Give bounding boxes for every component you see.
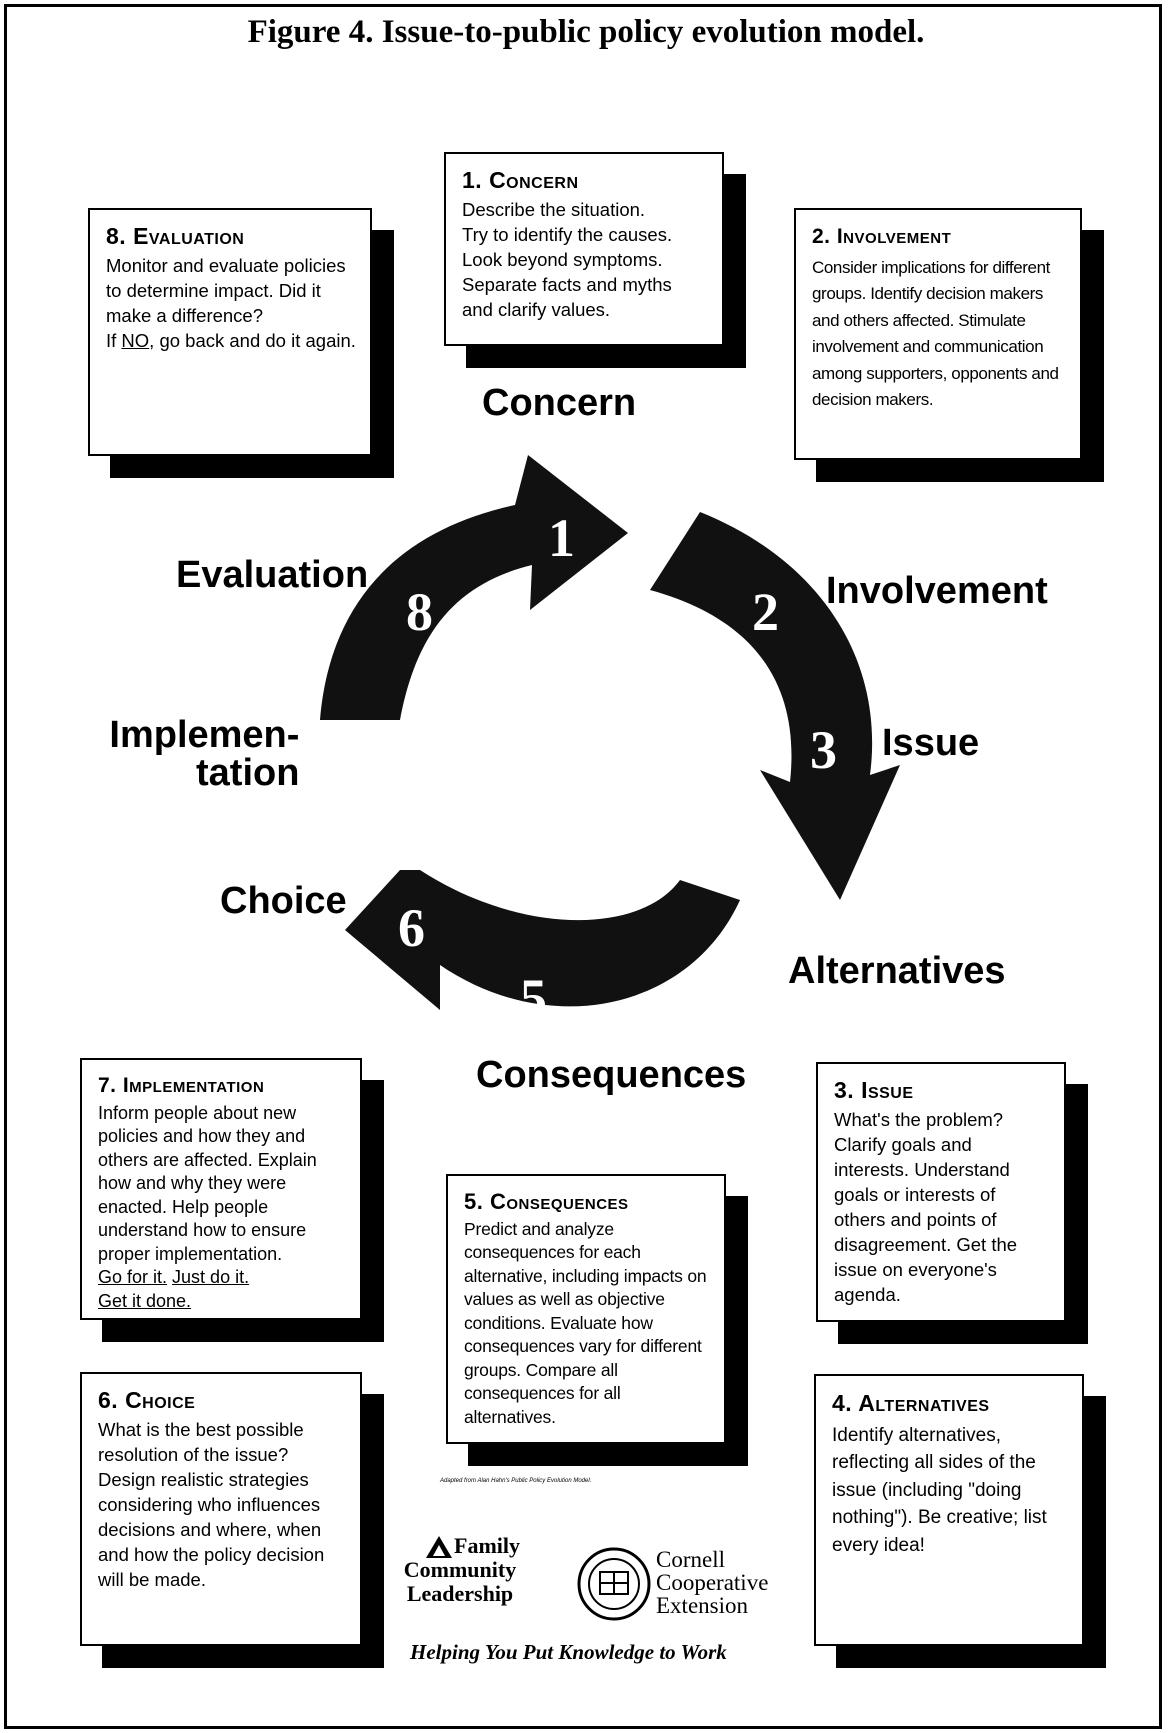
tagline: Helping You Put Knowledge to Work [410,1640,727,1664]
cce-line-1: Cornell [656,1547,725,1572]
box-evaluation-rest: , go back and do it again. [149,330,356,351]
stage-concern: Concern [482,382,637,424]
box-implementation-go3: Get it done. [98,1290,192,1311]
box-concern-line-4: Separate facts and myths [462,274,672,295]
box-evaluation-text: Monitor and evaluate policies to determi… [106,255,346,326]
box-issue: 3. Issue What's the problem? Clarify goa… [816,1062,1066,1322]
fcl-line-3: Leadership [406,1581,514,1606]
box-implementation-heading: 7. Implementation [98,1074,265,1097]
box-choice: 6. Choice What is the best possible reso… [80,1372,362,1646]
fcl-line-2: Community [403,1557,517,1582]
box-concern-line-3: Look beyond symptoms. [462,249,663,270]
box-evaluation-loop: If NO, go back and do it again. [106,328,356,353]
box-involvement-text: Consider implications for different grou… [812,257,1059,410]
stage-choice: Choice [220,880,347,922]
stage-implementation: Implemen- tation [106,716,299,792]
adaptation-credit: Adapted from Alan Hahn's Public Policy E… [440,1478,592,1484]
box-implementation-go1: Go for it. [98,1267,168,1287]
box-evaluation-if: If [106,330,117,351]
cycle-arrow-involvement-alternatives [650,512,900,900]
box-consequences: 5. Consequences Predict and analyze cons… [446,1174,726,1444]
cycle-number-7: 7 [342,732,369,792]
box-consequences-text: Predict and analyze consequences for eac… [464,1218,707,1427]
cycle-number-2: 2 [752,582,779,642]
stage-implementation-line1: Implemen- [109,714,300,756]
box-evaluation: 8. Evaluation Monitor and evaluate polic… [88,208,372,456]
box-issue-heading: 3. Issue [834,1077,914,1103]
cycle-number-1: 1 [548,508,575,568]
box-consequences-heading: 5. Consequences [464,1189,629,1214]
family-community-leadership-logo-icon [426,1536,452,1558]
stage-issue: Issue [882,722,980,764]
family-community-leadership: Family Community Leadership [400,1534,520,1606]
box-issue-text: What's the problem? Clarify goals and in… [834,1109,1018,1305]
box-concern: 1. Concern Describe the situation. Try t… [444,152,724,346]
box-implementation-text: Inform people about new policies and how… [98,1102,317,1264]
stage-implementation-line2: tation [196,752,300,794]
figure-frame [4,4,1162,1729]
box-alternatives-heading: 4. Alternatives [832,1390,990,1416]
cycle-arrow-alternatives-choice [345,870,740,1010]
box-implementation-slogans: Go for it. Just do it. Get it done. [98,1266,346,1313]
box-concern-line-1: Describe the situation. [462,199,646,220]
box-evaluation-no: NO [121,330,150,351]
stage-alternatives: Alternatives [788,950,1006,992]
figure-title: Figure 4. Issue-to-public policy evoluti… [247,14,925,50]
box-alternatives-text: Identify alternatives, reflecting all si… [832,1424,1047,1556]
cycle-number-6: 6 [398,898,425,958]
cycle-number-4: 4 [700,942,727,1002]
cycle-number-5: 5 [520,968,547,1028]
box-evaluation-heading: 8. Evaluation [106,223,245,249]
box-involvement: 2. Involvement Consider implications for… [794,208,1082,460]
box-alternatives: 4. Alternatives Identify alternatives, r… [814,1374,1084,1646]
cce-line-2: Cooperative [656,1570,769,1595]
cycle-arrow-evaluation-concern [320,455,628,720]
box-implementation: 7. Implementation Inform people about ne… [80,1058,362,1320]
cycle-number-8: 8 [406,582,433,642]
box-implementation-go2: Just do it. [172,1267,250,1287]
stage-consequences: Consequences [476,1054,747,1096]
cornell-seal-icon [577,1547,651,1621]
cycle-number-3: 3 [810,720,837,780]
cce-line-3: Extension [656,1593,748,1618]
stage-evaluation: Evaluation [176,554,369,596]
box-concern-line-5: and clarify values. [462,299,611,320]
cornell-cooperative-extension: Cornell Cooperative Extension [656,1548,768,1617]
box-involvement-heading: 2. Involvement [812,225,952,248]
box-concern-heading: 1. Concern [462,167,579,193]
stage-involvement: Involvement [826,570,1048,612]
box-concern-line-2: Try to identify the causes. [462,224,673,245]
box-choice-text: What is the best possible resolution of … [98,1419,325,1590]
box-choice-heading: 6. Choice [98,1387,196,1413]
fcl-line-1: Family [454,1533,520,1558]
